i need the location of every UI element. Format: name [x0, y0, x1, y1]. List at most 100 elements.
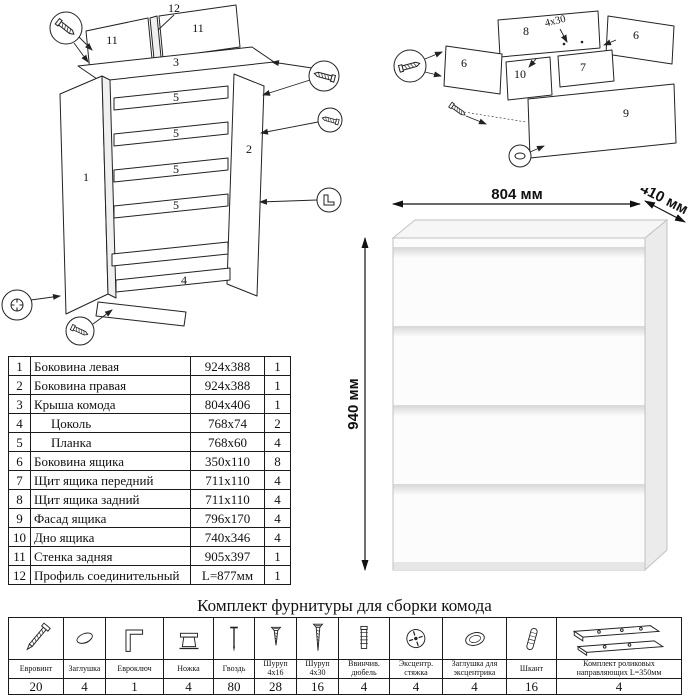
hex-key-icon: [125, 629, 143, 652]
base-slat: [115, 267, 231, 293]
hardware-icon-cell: [556, 617, 682, 660]
euro-screw-icon: [26, 621, 51, 651]
hardware-name: Заглушка: [63, 659, 106, 679]
part-number: 12: [8, 565, 31, 585]
part-number: 9: [8, 508, 31, 528]
hardware-kit-table: Евровинт Заглушка Евроключ Ножка Гвоздь …: [8, 617, 682, 695]
part-number: 3: [8, 394, 31, 414]
part-size: 768x74: [190, 413, 265, 433]
hardware-qty: 4: [338, 678, 390, 695]
part-label: 5: [173, 90, 179, 104]
hardware-qty: 4: [389, 678, 443, 695]
height-dimension-label: 940 мм: [345, 378, 362, 429]
part-number: 4: [8, 413, 31, 433]
nail-icon: [230, 626, 238, 652]
part-size: 905x397: [190, 546, 265, 566]
drawer-bottom: [505, 56, 553, 101]
table-row: 12 Профиль соединительный L=877мм 1: [8, 565, 291, 585]
hardware-qty: 80: [213, 678, 255, 695]
screw-spec-label: 4x30: [544, 14, 567, 30]
part-name: Щит ящика передний: [30, 470, 191, 490]
table-row: 5 Планка 768x60 4: [8, 432, 291, 452]
part-label: 6: [633, 28, 639, 42]
drawer-assembly-diagram: 8 6 6 10 7 9 4x30: [393, 10, 677, 168]
part-label: 12: [168, 1, 180, 15]
part-label: 11: [106, 33, 118, 47]
part-qty: 1: [264, 546, 291, 566]
wood-dowel-icon: [525, 627, 538, 650]
hardware-qty: 16: [296, 678, 339, 695]
hardware-icon-cell: [506, 617, 557, 660]
part-number: 5: [8, 432, 31, 452]
part-size: 924x388: [190, 356, 265, 376]
part-size: 924x388: [190, 375, 265, 395]
leg-icon: [179, 632, 198, 649]
part-label: 6: [461, 56, 467, 70]
table-row: 10 Дно ящика 740x346 4: [8, 527, 291, 547]
part-size: 768x60: [190, 432, 265, 452]
hardware-qty: 4: [63, 678, 106, 695]
hardware-qty: 28: [254, 678, 297, 695]
part-qty: 1: [264, 375, 291, 395]
back-panel-right: [158, 4, 241, 59]
plank: [113, 121, 229, 147]
table-row: 3 Крыша комода 804x406 1: [8, 394, 291, 414]
hardware-qty: 4: [163, 678, 214, 695]
part-qty: 1: [264, 565, 291, 585]
part-label: 2: [246, 142, 252, 156]
hardware-qty-row: 20 4 1 4 80 28 16 4 4 4 16 4: [8, 678, 682, 695]
side-panel-right: [226, 73, 265, 297]
cam-lock-icon: [406, 628, 426, 648]
screw-icon: [448, 101, 468, 118]
dresser-dimension-view: 804 мм 410 мм 940 мм: [345, 188, 689, 572]
hardware-qty: 1: [105, 678, 164, 695]
part-name: Боковина правая: [30, 375, 191, 395]
hardware-qty: 4: [556, 678, 682, 695]
drawer-front-panel: [557, 49, 615, 88]
part-label: 7: [580, 60, 586, 74]
hardware-name: Шкант: [506, 659, 557, 679]
table-row: 4 Цоколь 768x74 2: [8, 413, 291, 433]
cam-cap-icon: [464, 631, 485, 646]
dresser-top-face: [391, 219, 669, 239]
part-size: 804x406: [190, 394, 265, 414]
hardware-icon-cell: [163, 617, 214, 660]
table-row: 9 Фасад ящика 796x170 4: [8, 508, 291, 528]
hardware-icon-cell: [442, 617, 507, 660]
part-number: 6: [8, 451, 31, 471]
part-size: 711x110: [190, 470, 265, 490]
side-panel-left: [59, 75, 109, 315]
hardware-name: Шуруп 4x30: [296, 659, 339, 679]
part-size: 711x110: [190, 489, 265, 509]
drawer-side-left: [443, 45, 503, 95]
hardware-kit-title: Комплект фурнитуры для сборки комода: [197, 596, 492, 615]
table-row: 11 Стенка задняя 905x397 1: [8, 546, 291, 566]
part-label: 5: [173, 126, 179, 140]
part-qty: 4: [264, 527, 291, 547]
plank: [113, 85, 229, 111]
hardware-name: Шуруп 4x16: [254, 659, 297, 679]
dresser-front-face: [392, 237, 646, 571]
part-number: 10: [8, 527, 31, 547]
roller-guide-icon: [572, 624, 665, 656]
part-label: 5: [173, 198, 179, 212]
drawer-side-right: [605, 15, 675, 65]
part-size: 796x170: [190, 508, 265, 528]
hardware-name: Гвоздь: [213, 659, 255, 679]
part-qty: 4: [264, 508, 291, 528]
plank: [113, 193, 229, 219]
part-name: Профиль соединительный: [30, 565, 191, 585]
cam-icon: [10, 298, 24, 312]
hardware-icon-cell: [8, 617, 64, 660]
drawer-back-panel: [497, 10, 601, 58]
table-row: 6 Боковина ящика 350x110 8: [8, 451, 291, 471]
hardware-icon-cell: [296, 617, 339, 660]
part-name: Боковина левая: [30, 356, 191, 376]
screw-4x30-icon: [312, 623, 323, 651]
part-name: Фасад ящика: [30, 508, 191, 528]
part-label: 1: [83, 170, 89, 184]
hardware-qty: 20: [8, 678, 64, 695]
part-number: 7: [8, 470, 31, 490]
part-number: 1: [8, 356, 31, 376]
